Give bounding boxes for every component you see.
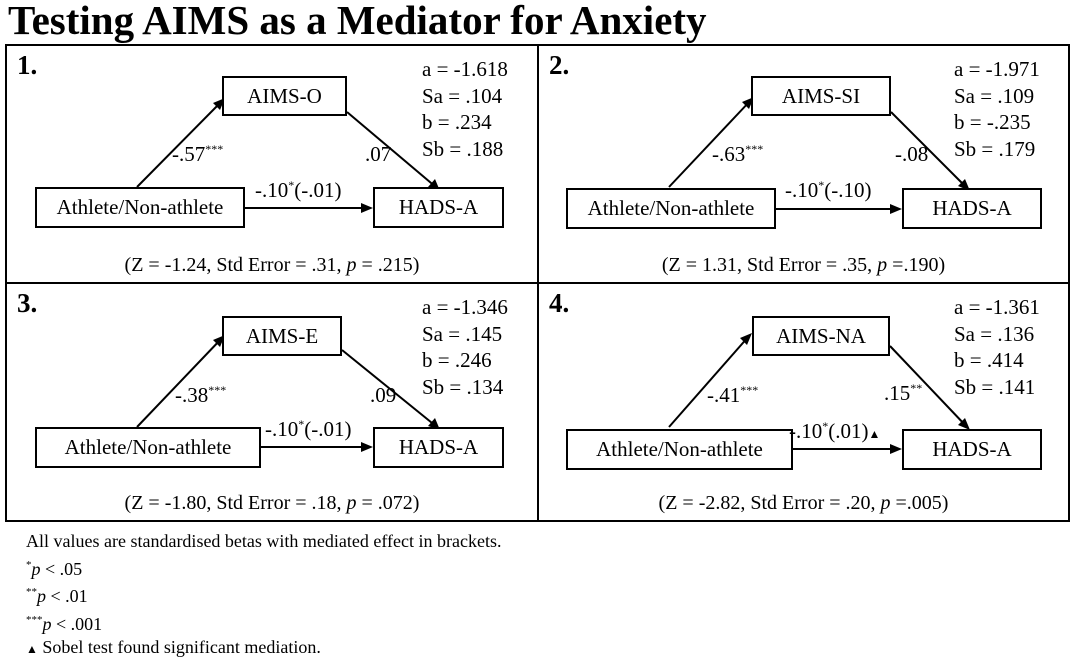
path-b-arrow (890, 111, 968, 189)
panel-number: 3. (17, 288, 38, 318)
path-b-label: .07 (365, 142, 392, 166)
outcome-box: HADS-A (373, 427, 504, 468)
path-stats: a = -1.346 Sa = .145 b = .246 Sb = .134 (422, 294, 508, 400)
mediator-box: AIMS-O (222, 76, 347, 116)
stat-b: b = -.235 (954, 110, 1031, 134)
stat-a: a = -1.346 (422, 295, 508, 319)
path-b-arrow (346, 111, 438, 189)
panel-number: 2. (549, 50, 570, 80)
panel-number: 4. (549, 288, 570, 318)
predictor-box: Athlete/Non-athlete (35, 187, 245, 228)
mediator-box: AIMS-NA (752, 316, 890, 356)
path-stats: a = -1.361 Sa = .136 b = .414 Sb = .141 (954, 294, 1040, 400)
path-b-arrow (341, 349, 438, 428)
path-c-label: -.10*(.01)▲ (789, 419, 881, 443)
mediator-box: AIMS-SI (751, 76, 891, 116)
predictor-box: Athlete/Non-athlete (35, 427, 261, 468)
note-sig-05: *p < .05 (26, 558, 83, 579)
stat-sa: Sa = .136 (954, 321, 1035, 346)
path-b-label: .09 (370, 383, 397, 407)
outcome-box: HADS-A (902, 429, 1042, 470)
stat-sa: Sa = .109 (954, 83, 1035, 108)
path-a-arrow (668, 335, 750, 428)
path-a-arrow (136, 337, 223, 428)
panel-2-arrows (668, 97, 970, 214)
predictor-box: Athlete/Non-athlete (566, 429, 793, 470)
stat-a: a = -1.618 (422, 57, 508, 81)
path-stats: a = -1.618 Sa = .104 b = .234 Sb = .188 (422, 56, 508, 162)
sobel-result: (Z = -1.80, Std Error = .18, p = .072) (124, 492, 420, 514)
note-description: All values are standardised betas with m… (26, 531, 502, 551)
mediator-box: AIMS-E (222, 316, 342, 356)
stat-sb: Sb = .134 (422, 374, 504, 399)
panel-1: 1. AIMS-O Athlete/Non-athlete HADS-A a =… (5, 44, 539, 284)
path-c-label: -.10*(-.10) (785, 178, 872, 202)
stat-a: a = -1.361 (954, 295, 1040, 319)
path-a-label: -.63*** (712, 142, 764, 166)
stat-sa: Sa = .145 (422, 321, 503, 346)
stat-b: b = .414 (954, 348, 1024, 372)
path-stats: a = -1.971 Sa = .109 b = -.235 Sb = .179 (954, 56, 1040, 162)
figure-title: Testing AIMS as a Mediator for Anxiety (8, 0, 707, 43)
note-sig-001: ***p < .001 (26, 613, 103, 634)
sobel-significant-marker: ▲ (868, 427, 881, 441)
panel-3: 3. AIMS-E Athlete/Non-athlete HADS-A a =… (5, 282, 539, 522)
stat-b: b = .234 (422, 110, 492, 134)
path-a-arrow (668, 99, 752, 188)
triangle-icon: ▲ (26, 642, 38, 656)
panel-4-arrows (668, 333, 970, 454)
outcome-box: HADS-A (373, 187, 504, 228)
path-b-label: -.08 (895, 142, 929, 166)
panel-1-arrows (136, 98, 440, 213)
path-c-label: -.10*(-.01) (255, 178, 342, 202)
stat-b: b = .246 (422, 348, 492, 372)
path-c-label: -.10*(-.01) (265, 417, 352, 441)
note-sig-01: **p < .01 (26, 586, 88, 606)
path-a-label: -.38*** (175, 383, 227, 407)
stat-sb: Sb = .179 (954, 136, 1036, 161)
path-b-label: .15** (884, 381, 923, 405)
path-a-label: -.41*** (707, 383, 759, 407)
note-sobel: ▲ Sobel test found significant mediation… (26, 637, 321, 657)
outcome-box: HADS-A (902, 188, 1042, 229)
panel-number: 1. (17, 50, 38, 80)
sobel-result: (Z = -1.24, Std Error = .31, p = .215) (124, 254, 420, 276)
stat-sa: Sa = .104 (422, 83, 503, 108)
predictor-box: Athlete/Non-athlete (566, 188, 776, 229)
sobel-result: (Z = -2.82, Std Error = .20, p =.005) (658, 492, 949, 514)
figure-notes: All values are standardised betas with m… (26, 530, 502, 662)
panel-2: 2. AIMS-SI Athlete/Non-athlete HADS-A a … (537, 44, 1070, 284)
path-b-arrow (889, 345, 968, 428)
panel-4: 4. AIMS-NA Athlete/Non-athlete HADS-A a … (537, 282, 1070, 522)
path-a-arrow (136, 100, 223, 188)
sobel-result: (Z = 1.31, Std Error = .35, p =.190) (661, 254, 946, 276)
stat-sb: Sb = .188 (422, 136, 504, 161)
stat-sb: Sb = .141 (954, 374, 1036, 399)
stat-a: a = -1.971 (954, 57, 1040, 81)
path-a-label: -.57*** (172, 142, 224, 166)
